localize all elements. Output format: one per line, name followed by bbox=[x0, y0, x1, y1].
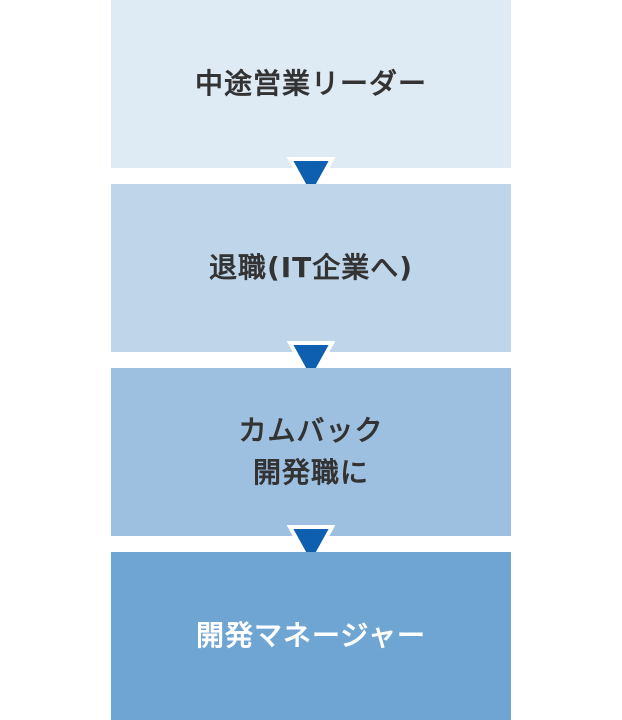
down-triangle-icon bbox=[287, 340, 335, 384]
flow-step-3: カムバック 開発職に bbox=[111, 368, 511, 536]
flow-step-4: 開発マネージャー bbox=[111, 552, 511, 720]
flow-step-2-label: 退職(IT企業へ) bbox=[208, 251, 414, 284]
flow-step-2: 退職(IT企業へ) bbox=[111, 184, 511, 352]
flow-step-3-label: カムバック 開発職に bbox=[238, 414, 384, 489]
flow-step-1: 中途営業リーダー bbox=[111, 0, 511, 168]
flow-step-4-label: 開発マネージャー bbox=[195, 619, 427, 652]
down-triangle-icon bbox=[287, 156, 335, 200]
down-triangle-icon bbox=[287, 524, 335, 568]
flow-step-1-label: 中途営業リーダー bbox=[194, 67, 427, 100]
career-flow-diagram: 中途営業リーダー 退職(IT企業へ) カムバック 開発職に 開発マネージャー bbox=[111, 0, 511, 720]
